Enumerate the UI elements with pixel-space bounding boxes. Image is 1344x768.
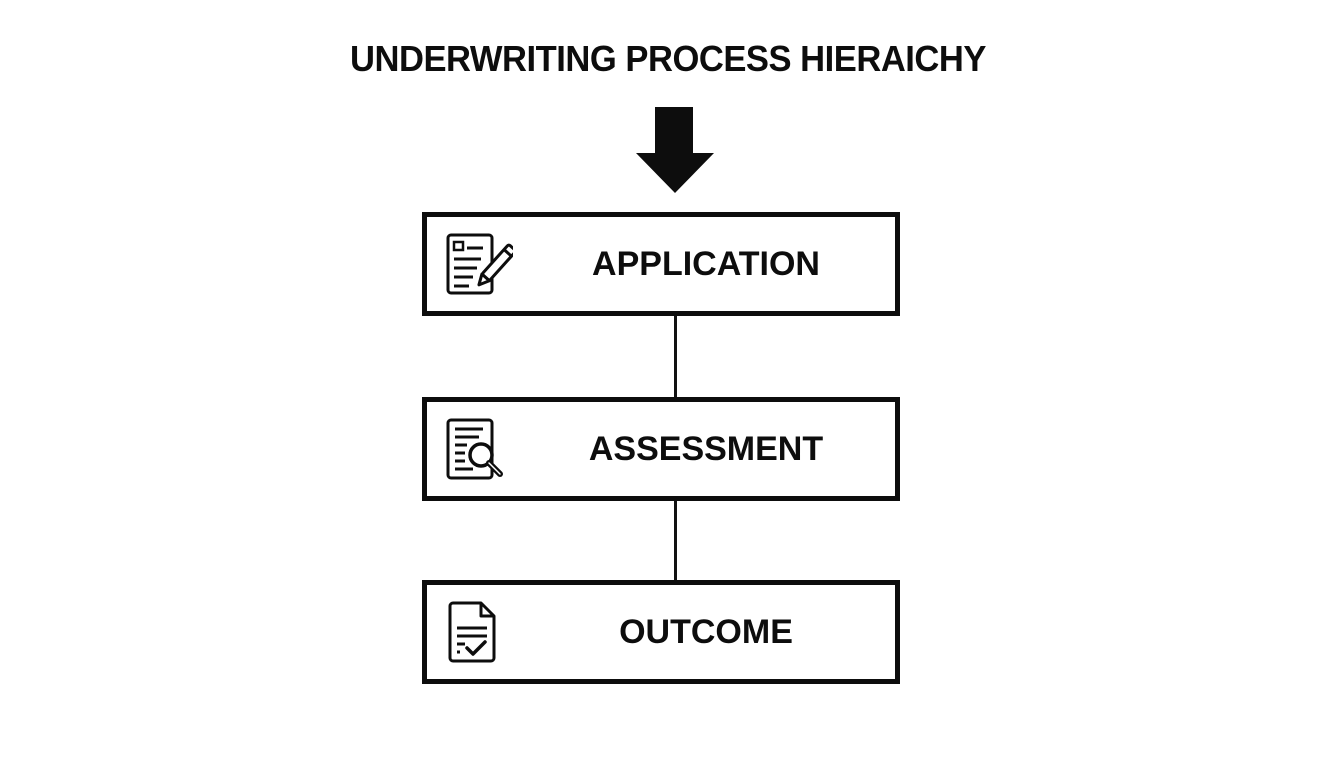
- step-application: APPLICATION: [422, 212, 900, 316]
- step-assessment: ASSESSMENT: [422, 397, 900, 501]
- step-outcome: OUTCOME: [422, 580, 900, 684]
- step-label: OUTCOME: [619, 613, 793, 651]
- connector-line: [674, 501, 677, 581]
- connector-line: [674, 316, 677, 398]
- down-arrow-icon: [636, 107, 714, 193]
- step-label: APPLICATION: [592, 245, 820, 283]
- document-pencil-icon: [446, 233, 513, 295]
- step-label: ASSESSMENT: [588, 430, 824, 468]
- document-magnifier-icon: [446, 418, 503, 480]
- document-checkmark-icon: [448, 601, 496, 663]
- diagram-title: UNDERWRITING PROCESS HIERAICHY: [350, 38, 986, 79]
